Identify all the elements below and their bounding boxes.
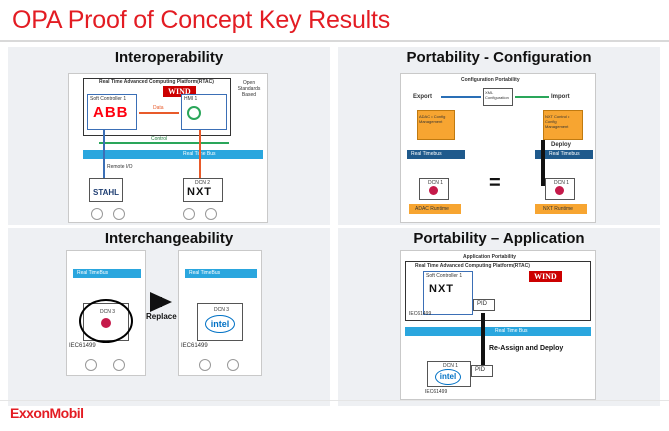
quadrant-title: Portability – Application xyxy=(413,230,585,247)
adac-runtime-label: ADAC Runtime xyxy=(415,206,449,212)
import-label: Import xyxy=(551,94,570,100)
reassign-arrow xyxy=(481,313,485,367)
footer-rule xyxy=(0,400,669,401)
nxt-runtime-label: NXT Runtime xyxy=(543,206,573,212)
reassign-label: Re-Assign and Deploy xyxy=(489,345,564,352)
dcn-label-right: DCN 3 xyxy=(214,307,230,313)
diagram-panel: Application Portability Real Time Advanc… xyxy=(400,250,596,400)
export-label: Export xyxy=(413,94,433,100)
soft-controller-label: Soft Controller 1 xyxy=(426,273,463,279)
replace-arrow-shaft xyxy=(150,297,162,307)
replace-label: Replace xyxy=(146,312,177,321)
rt-bus-bar-right: Real TimeBus xyxy=(185,269,257,278)
field-device-icon xyxy=(183,208,195,220)
diagram-panel-right: Real TimeBus DCN 3 intel IEC61499 xyxy=(178,250,262,376)
xml-config-label: XML Configuration xyxy=(485,90,509,100)
stahl-logo: STAHL xyxy=(93,188,120,197)
soft-controller-box xyxy=(423,271,473,315)
rt-bus-bar-right: Real Timebus xyxy=(535,150,593,159)
intel-logo: intel xyxy=(205,315,235,333)
rt-bus-bar-left: Real TimeBus xyxy=(73,269,141,278)
field-device-icon xyxy=(113,208,125,220)
iec-label-left: IEC61499 xyxy=(69,343,96,349)
title-rule xyxy=(0,40,669,42)
diagram-panel: Configuration Portability Export Import … xyxy=(400,73,596,223)
raspberry-icon xyxy=(555,186,564,195)
iec-label-top: IEC61499 xyxy=(409,311,432,317)
field-device-icon xyxy=(113,359,125,371)
exxonmobil-logo: ExxonMobil xyxy=(10,405,84,421)
dcn-label-left: DCN 1 xyxy=(428,180,444,186)
field-device-icon xyxy=(205,208,217,220)
adac-label: ADAC • Config Management xyxy=(419,114,446,124)
nxt-control-label: NXT Control • Config Management xyxy=(545,114,570,129)
quadrant-title: Interchangeability xyxy=(104,230,234,247)
pid-label-bottom: PID xyxy=(475,367,486,373)
quadrant-title: Interoperability xyxy=(114,49,224,66)
remote-io-label: Remote I/O xyxy=(107,164,133,170)
hmi-logo-icon xyxy=(187,106,201,120)
open-standards-label: Open Standards Based xyxy=(237,80,261,98)
diagram-panel-left: Real TimeBus DCN 3 IEC61499 xyxy=(66,250,146,376)
pid-label-top: PID xyxy=(477,301,488,307)
field-device-icon xyxy=(227,359,239,371)
iec-label-bottom: IEC61499 xyxy=(425,389,448,395)
rt-bus-bar-left: Real Timebus xyxy=(407,150,465,159)
iec-label-right: IEC61499 xyxy=(181,343,208,349)
adac-runtime-box xyxy=(409,204,461,214)
soft-controller-label: Soft Controller 1 xyxy=(90,96,127,102)
abb-logo: ABB xyxy=(93,104,129,121)
intel-logo: intel xyxy=(435,369,461,385)
rtac-label: Real Time Advanced Computing Platform(RT… xyxy=(99,79,214,85)
data-arrow xyxy=(139,112,179,114)
stahl-box xyxy=(89,178,123,202)
equals-sign: = xyxy=(489,172,501,194)
quadrant-title: Portability - Configuration xyxy=(406,49,592,66)
control-label: Control xyxy=(151,136,168,142)
dcn-label-right: DCN 1 xyxy=(554,180,570,186)
nxt-control-box xyxy=(543,110,583,140)
config-heading: Configuration Portability xyxy=(461,77,520,83)
app-heading: Application Portability xyxy=(463,254,517,260)
dcn-label: DCN 1 xyxy=(443,363,459,369)
rt-bus-bar: Real Time Bus xyxy=(405,327,591,336)
deploy-label: Deploy xyxy=(551,142,572,148)
pid-box-bottom xyxy=(471,365,493,377)
adac-box xyxy=(417,110,455,140)
nxt-logo: NXT xyxy=(187,186,212,198)
quadrant-interchangeability: Interchangeability Real TimeBus DCN 3 IE… xyxy=(8,228,330,406)
field-device-icon xyxy=(85,359,97,371)
quadrant-portability-configuration: Portability - Configuration Configuratio… xyxy=(338,47,660,225)
xml-config-box xyxy=(483,88,513,106)
raspberry-icon xyxy=(429,186,438,195)
rt-bus-bar: Real Time Bus xyxy=(83,150,263,159)
field-device-icon xyxy=(91,208,103,220)
vertical-link-1 xyxy=(103,130,105,178)
wind-logo: WIND xyxy=(163,86,196,97)
quadrant-interoperability: Interoperability Real Time Advanced Comp… xyxy=(8,47,330,225)
nxt-logo: NXT xyxy=(429,283,454,295)
field-device-icon xyxy=(199,359,211,371)
diagram-panel: Real Time Advanced Computing Platform(RT… xyxy=(68,73,268,223)
slide-title: OPA Proof of Concept Key Results xyxy=(12,6,391,34)
pid-box-top xyxy=(473,299,495,311)
raspberry-icon xyxy=(101,318,111,328)
import-arrow xyxy=(515,96,549,98)
soft-controller-box xyxy=(87,94,137,130)
vertical-link-2 xyxy=(199,130,201,178)
rtac-label: Real Time Advanced Computing Platform(RT… xyxy=(415,263,530,269)
highlight-ellipse xyxy=(79,299,133,343)
export-arrow xyxy=(441,96,481,98)
hmi-label: HMI 1 xyxy=(184,96,198,102)
quadrant-portability-application: Portability – Application Application Po… xyxy=(338,228,660,406)
deploy-arrow xyxy=(541,140,545,186)
dcn-box xyxy=(183,178,223,202)
data-label: Data xyxy=(153,105,164,111)
nxt-runtime-box xyxy=(535,204,587,214)
dcn-label: DCN 2 xyxy=(195,180,211,186)
wind-logo: WIND xyxy=(529,271,562,282)
control-line xyxy=(99,142,229,144)
